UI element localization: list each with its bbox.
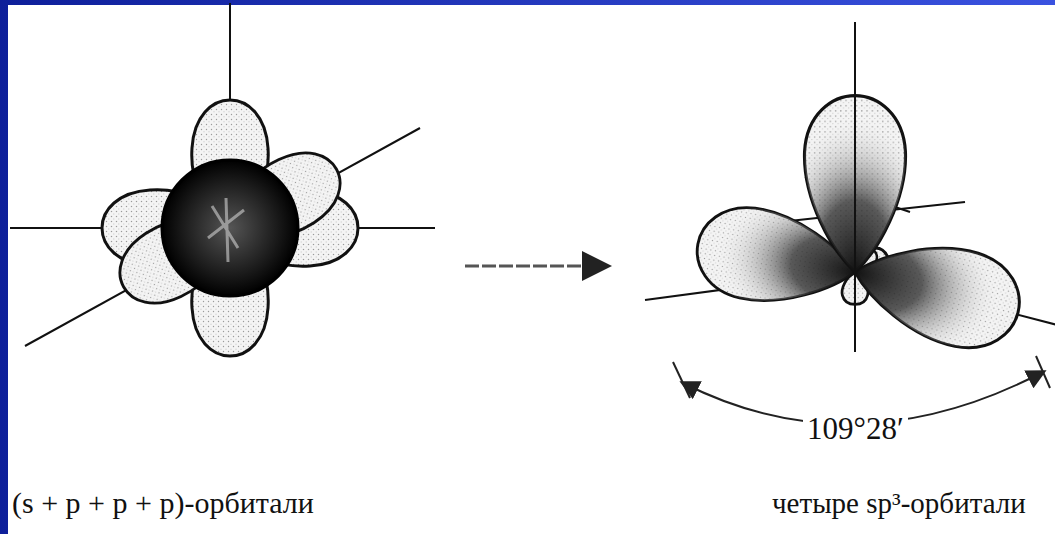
orbital-caption: четыре sp³-орбитали — [772, 488, 1026, 520]
orbital-caption: (s + p + p + p)-орбитали — [12, 486, 314, 519]
angle-label: 109°28′ — [803, 412, 908, 446]
